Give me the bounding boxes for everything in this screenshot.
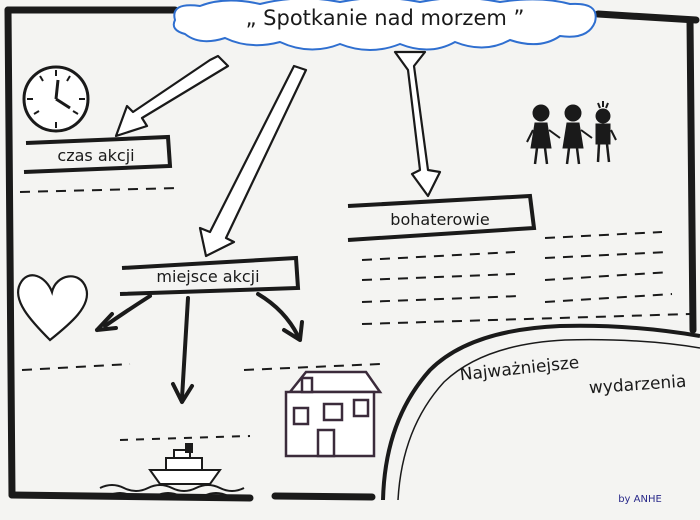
map-title: „ Spotkanie nad morzem ” [246,6,525,30]
time-label: czas akcji [57,146,134,165]
place-arrows [95,292,304,404]
time-node: czas akcji [23,134,173,174]
events-label-line1: Najważniejsze [459,353,580,385]
characters-dashes [361,231,691,325]
arrow-to-place [198,64,308,258]
title-cloud: „ Spotkanie nad morzem ” [172,0,597,51]
child-figure-1 [526,104,561,165]
place-node: miejsce akcji [119,255,301,296]
signature: by ANHE [618,494,662,505]
events-node: Najważniejsze wydarzenia [381,323,700,501]
clock-icon [22,65,90,133]
arrows [114,50,442,258]
heart-icon [17,274,89,342]
characters-label: bohaterowie [390,210,489,229]
heart-dashes [21,363,131,371]
house-dashes [243,363,381,371]
arrow-to-time [114,54,230,138]
time-dashes [19,187,181,193]
ship-icon [99,435,253,500]
characters-node: bohaterowie [347,193,537,242]
child-figure-3 [595,101,617,163]
house-icon [284,370,383,458]
place-label: miejsce akcji [156,267,259,286]
child-figure-2 [562,104,593,165]
events-label-line2: wydarzenia [588,372,687,399]
children-icon [526,101,617,165]
arrow-to-characters [393,50,442,198]
